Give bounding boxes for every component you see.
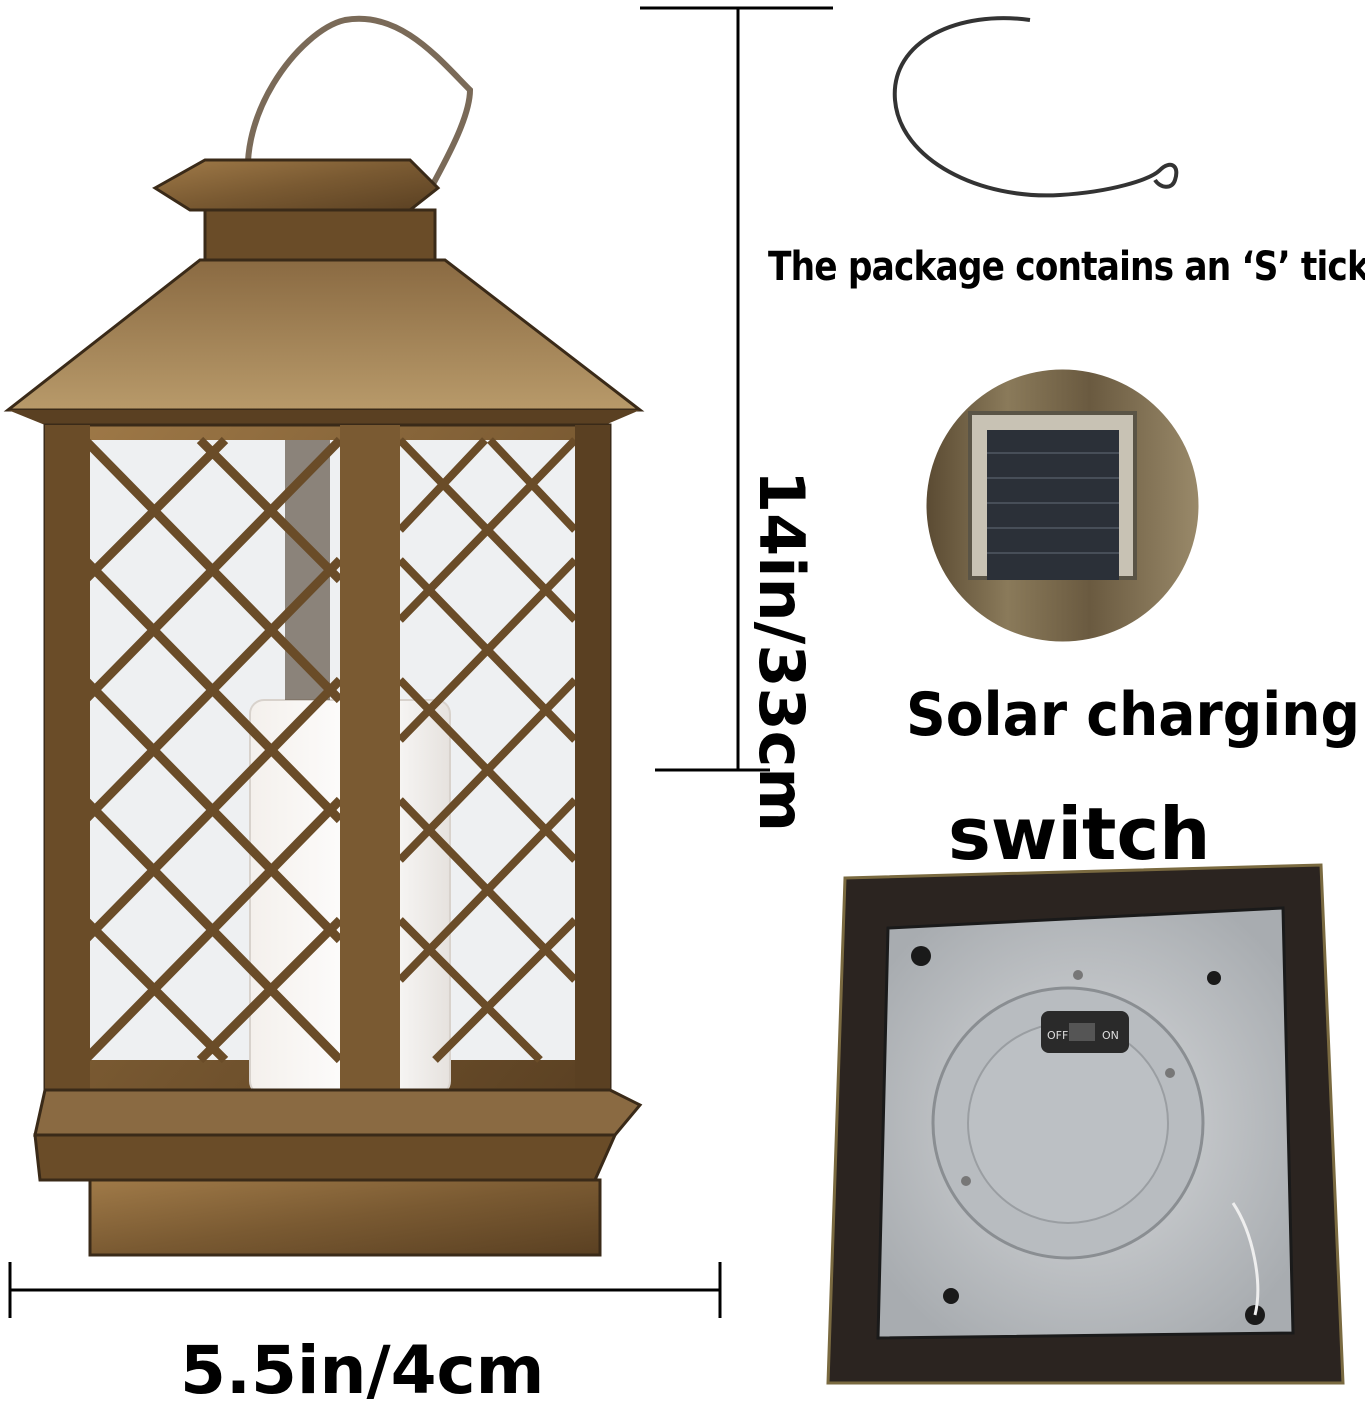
- height-caption: 14in/33cm: [745, 470, 818, 832]
- height-dimension: [640, 6, 833, 772]
- hook-caption: The package contains an ‘S’ tick: [768, 244, 1365, 290]
- base-switch-image: OFF ON: [826, 863, 1345, 1385]
- solar-caption: Solar charging: [906, 680, 1361, 750]
- lantern-roof: [3, 258, 645, 412]
- switch-caption: switch: [948, 792, 1211, 876]
- switch-on-label: ON: [1102, 1029, 1119, 1042]
- width-dimension: [8, 1262, 722, 1318]
- switch-off-label: OFF: [1047, 1029, 1068, 1042]
- lantern-handle: [244, 15, 474, 201]
- width-caption: 5.5in/4cm: [180, 1332, 545, 1409]
- solar-panel-image: [926, 369, 1199, 642]
- lantern-image: [3, 15, 645, 1257]
- s-hook-image: [892, 16, 1179, 198]
